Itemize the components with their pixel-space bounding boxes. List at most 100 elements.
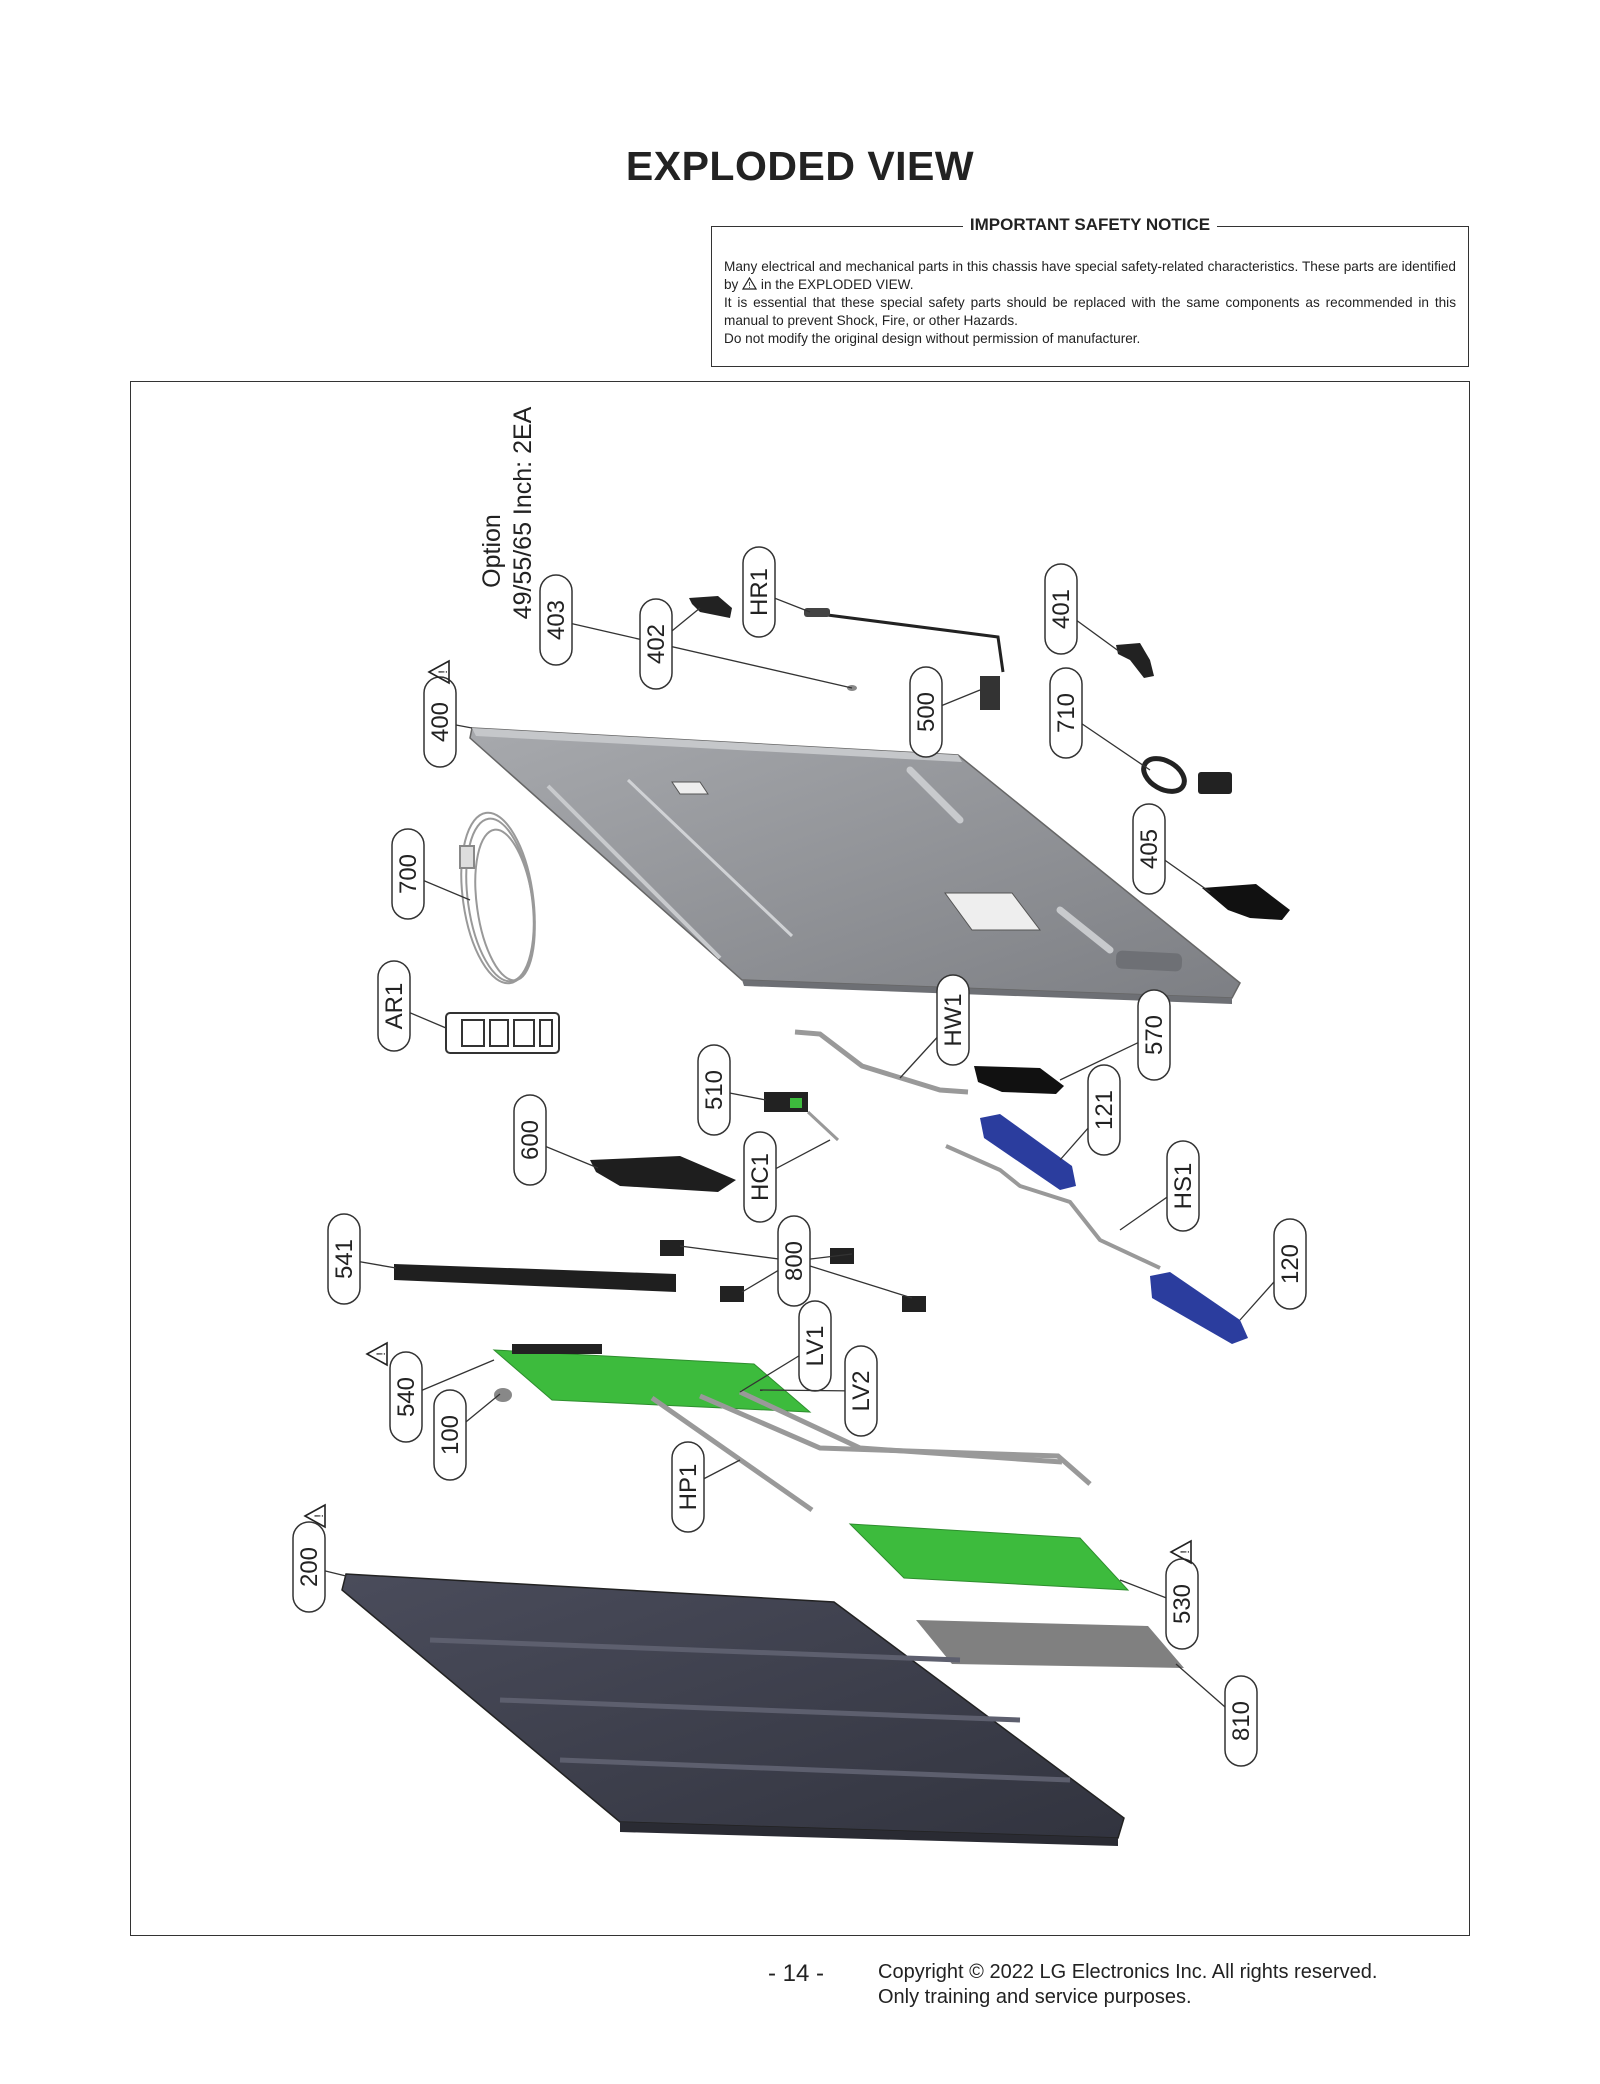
callout-bubble	[1273, 1218, 1307, 1310]
speaker-cable-hs1-part	[945, 1144, 1161, 1270]
part-100	[494, 1388, 512, 1402]
notice-line-2: It is essential that these special safet…	[724, 295, 1456, 328]
callout-label: HS1	[1170, 1163, 1197, 1210]
callout-label: HC1	[747, 1153, 774, 1201]
wire-hw1-part	[794, 1029, 969, 1095]
callout-bubble	[377, 960, 411, 1052]
warning-triangle-icon: !	[365, 1341, 388, 1367]
main-board-540-part	[492, 1344, 812, 1413]
callout-lv1: LV1	[739, 1300, 832, 1393]
callout-bubble	[1165, 1558, 1199, 1650]
callout-label: 530	[1169, 1584, 1196, 1624]
callout-bubble	[1166, 1140, 1200, 1232]
callout-541: 541	[327, 1213, 397, 1305]
callout-810: 810	[1175, 1663, 1258, 1767]
callout-200: 200!	[292, 1503, 347, 1613]
callout-label: 405	[1136, 829, 1163, 869]
callout-label: 100	[437, 1415, 464, 1455]
diagram-frame	[130, 381, 1470, 1936]
callout-label: 600	[517, 1120, 544, 1160]
warning-triangle-icon: !	[303, 1503, 326, 1529]
callout-label: HW1	[940, 993, 967, 1046]
callout-bubble	[909, 666, 943, 758]
callout-bubble	[1044, 563, 1078, 655]
callout-bubble	[327, 1213, 361, 1305]
callout-label: 810	[1228, 1701, 1255, 1741]
callout-label: 200	[296, 1547, 323, 1587]
callout-120: 120	[1239, 1218, 1307, 1321]
callout-label: 541	[331, 1239, 358, 1279]
leader-line	[679, 1245, 795, 1262]
callout-label: HP1	[675, 1464, 702, 1511]
notice-line-3: Do not modify the original design withou…	[724, 331, 1141, 346]
callout-hr1: HR1	[742, 546, 811, 638]
callout-bubble	[1137, 989, 1171, 1081]
shield-sheet-810-part	[916, 1620, 1184, 1668]
page-title: EXPLODED VIEW	[625, 143, 975, 189]
callout-label: 800	[781, 1241, 808, 1281]
notice-line-1: Many electrical and mechanical parts in …	[724, 259, 1456, 292]
cable-710-part	[1141, 756, 1232, 794]
copyright: Copyright © 2022 LG Electronics Inc. All…	[878, 1960, 1377, 2010]
callout-hs1: HS1	[1119, 1140, 1200, 1232]
callout-bubble	[1224, 1675, 1258, 1767]
callout-bubble	[513, 1094, 547, 1186]
copyright-line-1: Copyright © 2022 LG Electronics Inc. All…	[878, 1961, 1378, 1983]
callout-bubble	[423, 676, 457, 768]
speaker-120-part	[1150, 1272, 1248, 1344]
callout-label: 510	[701, 1070, 728, 1110]
callout-lv2: LV2	[759, 1345, 878, 1437]
callout-bubble	[1049, 667, 1083, 759]
callout-bubble	[936, 974, 970, 1066]
callout-bubble	[697, 1044, 731, 1136]
callout-530: 530!	[1119, 1539, 1199, 1650]
cover-405-part	[1202, 884, 1290, 920]
option-note-line2: 49/55/65 Inch: 2EA	[509, 406, 537, 619]
callout-bubble	[742, 546, 776, 638]
bracket-401-part	[1116, 643, 1154, 678]
svg-text:!: !	[436, 670, 450, 673]
lvds-cables-part	[650, 1389, 1092, 1513]
svg-text:!: !	[1178, 1550, 1192, 1553]
page-number: - 14 -	[768, 1960, 825, 1987]
callout-710: 710	[1049, 667, 1151, 771]
svg-text:!: !	[749, 281, 751, 290]
callout-500: 500	[909, 666, 981, 758]
callout-bubble	[1087, 1064, 1121, 1156]
warning-triangle-icon: !	[427, 659, 450, 685]
bracket-541-part	[394, 1264, 676, 1292]
power-cord-part	[459, 811, 536, 985]
callout-label: LV1	[802, 1326, 829, 1367]
callout-403: 403	[539, 574, 853, 689]
callout-label: 540	[393, 1377, 420, 1417]
accessory-ar1-part	[445, 1012, 560, 1054]
callout-ar1: AR1	[377, 960, 447, 1052]
callout-label: 400	[427, 702, 454, 742]
warning-triangle-icon: !	[1169, 1539, 1192, 1565]
callout-402: 402	[639, 598, 701, 690]
callout-label: 403	[543, 600, 570, 640]
callout-hw1: HW1	[899, 974, 970, 1079]
callout-hp1: HP1	[671, 1441, 741, 1533]
bracket-600-part	[590, 1156, 736, 1192]
bracket-402-part	[689, 596, 732, 618]
callout-bubble	[292, 1521, 326, 1613]
callout-bubble	[639, 598, 673, 690]
leader-line	[759, 1389, 862, 1392]
bracket-570-part	[974, 1066, 1064, 1094]
leader-line	[793, 1260, 913, 1299]
callout-121: 121	[1059, 1064, 1121, 1161]
callout-401: 401	[1044, 563, 1121, 655]
safety-notice-body: Many electrical and mechanical parts in …	[724, 258, 1456, 348]
part-510	[764, 1092, 840, 1142]
callout-bubble	[391, 828, 425, 920]
callout-600: 600	[513, 1094, 599, 1186]
svg-text:!: !	[374, 1352, 388, 1355]
callout-label: 120	[1277, 1244, 1304, 1284]
callout-405: 405	[1132, 803, 1211, 895]
callout-label: 121	[1091, 1090, 1118, 1130]
callout-bubble	[777, 1215, 811, 1307]
warning-triangle-icon: !	[742, 276, 758, 290]
